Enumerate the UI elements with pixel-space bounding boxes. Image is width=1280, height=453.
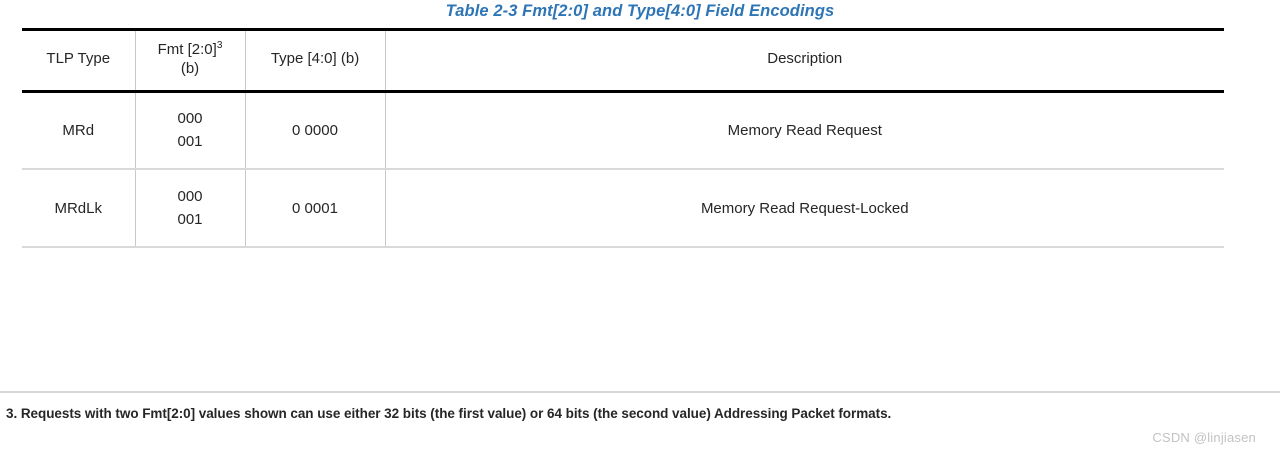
cell-fmt-value-32bit: 000 bbox=[177, 187, 203, 205]
column-header-type: Type [4:0] (b) bbox=[244, 29, 386, 91]
cell-tlp-type: MRdLk bbox=[22, 169, 136, 247]
column-header-tlp-type: TLP Type bbox=[22, 29, 136, 91]
cell-fmt-value-64bit: 001 bbox=[177, 133, 203, 151]
footnote-text: 3. Requests with two Fmt[2:0] values sho… bbox=[6, 406, 892, 421]
cell-fmt-value-32bit: 000 bbox=[177, 110, 203, 127]
column-header-fmt-unit: (b) bbox=[180, 59, 200, 77]
table-caption: Table 2-3 Fmt[2:0] and Type[4:0] Field E… bbox=[445, 2, 835, 20]
encoding-table-wrapper: TLP Type Fmt [2:0]3 (b) Type [4:0] (b) D… bbox=[22, 28, 1224, 248]
table-row: MRdLk 000 001 0 0001 Memory Read Request… bbox=[22, 169, 1224, 247]
cell-description: Memory Read Request-Locked bbox=[384, 169, 1224, 247]
column-header-description: Description bbox=[384, 29, 1224, 91]
table-header-row: TLP Type Fmt [2:0]3 (b) Type [4:0] (b) D… bbox=[22, 29, 1224, 91]
cell-description: Memory Read Request bbox=[384, 91, 1224, 169]
cell-type: 0 0001 bbox=[244, 169, 386, 247]
encoding-table: TLP Type Fmt [2:0]3 (b) Type [4:0] (b) D… bbox=[22, 28, 1224, 248]
column-header-fmt-main: Fmt [2:0] bbox=[157, 41, 217, 58]
column-header-fmt: Fmt [2:0]3 (b) bbox=[134, 29, 246, 91]
cell-fmt: 000 001 bbox=[134, 91, 246, 169]
cell-fmt: 000 001 bbox=[134, 169, 246, 247]
table-body: MRd 000 001 0 0000 Memory Read Request M… bbox=[22, 91, 1224, 247]
cell-tlp-type: MRd bbox=[22, 91, 136, 169]
footnote-divider bbox=[0, 391, 1280, 393]
cell-type: 0 0000 bbox=[244, 91, 386, 169]
table-row: MRd 000 001 0 0000 Memory Read Request bbox=[22, 91, 1224, 169]
cell-fmt-value-64bit: 001 bbox=[177, 211, 203, 228]
watermark: CSDN @linjiasen bbox=[1152, 430, 1256, 445]
table-header: TLP Type Fmt [2:0]3 (b) Type [4:0] (b) D… bbox=[22, 29, 1224, 91]
footnote-marker: 3 bbox=[216, 40, 223, 51]
